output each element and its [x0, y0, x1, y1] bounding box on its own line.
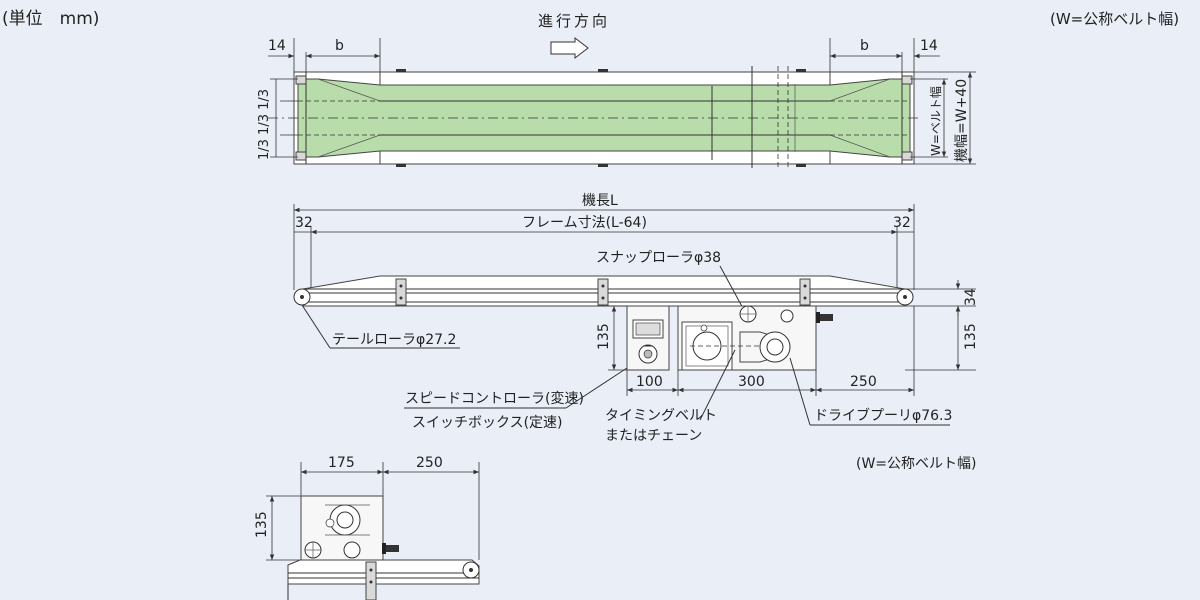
- side-view: 機長L フレーム寸法(L-64) 32 32 スナップローラφ38 テールローラ…: [293, 193, 979, 472]
- belt-width-note-top: (W=公称ベルト幅): [1050, 10, 1179, 28]
- belt-width-note-mid: (W=公称ベルト幅): [856, 456, 977, 472]
- dim-left-14: 14: [268, 38, 286, 54]
- drive-pulley-icon: [759, 331, 791, 363]
- dim-32-left: 32: [295, 215, 313, 231]
- drive-pulley-label: ドライブプーリφ76.3: [814, 407, 952, 424]
- dim-left-b: b: [335, 38, 344, 54]
- snap-roller-label: スナップローラφ38: [596, 250, 721, 266]
- dim-250-bottom: 250: [416, 455, 443, 471]
- dim-100: 100: [636, 374, 663, 390]
- machine-length: 機長L: [582, 193, 618, 209]
- bottom-view: 175 250 135: [254, 455, 480, 600]
- dim-right-b: b: [860, 38, 869, 54]
- dim-175: 175: [328, 455, 355, 471]
- dim-135-right: 135: [963, 323, 979, 350]
- dim-left-vertical: 1/3 1/3 1/3: [257, 89, 272, 160]
- dim-135-bottom: 135: [254, 511, 270, 538]
- switch-box-label: スイッチボックス(定速): [412, 415, 563, 431]
- or-chain-label: またはチェーン: [605, 428, 702, 444]
- bottom-pulley-icon: [329, 504, 361, 536]
- dim-135-left: 135: [596, 323, 612, 350]
- dim-250: 250: [850, 374, 877, 390]
- dim-belt-width: W=ベルト幅: [928, 86, 943, 156]
- unit-label: (単位 mm): [2, 9, 99, 29]
- top-view: 14 b b 14 1/3 1/3 1/3 W=ベルト幅 機幅=W+40: [257, 38, 976, 168]
- dim-300: 300: [738, 374, 765, 390]
- frame-dimension: フレーム寸法(L-64): [522, 215, 647, 231]
- dim-right-14: 14: [920, 38, 938, 54]
- direction-label: 進行方向: [538, 12, 610, 30]
- tail-roller-label: テールローラφ27.2: [332, 332, 456, 348]
- timing-belt-label: タイミングベルト: [605, 408, 717, 424]
- speed-controller-label: スピードコントローラ(変速): [405, 390, 584, 407]
- direction-arrow-icon: [550, 36, 589, 60]
- dim-32-right: 32: [893, 215, 911, 231]
- dim-34: 34: [963, 288, 979, 306]
- dim-machine-width: 機幅=W+40: [954, 79, 970, 162]
